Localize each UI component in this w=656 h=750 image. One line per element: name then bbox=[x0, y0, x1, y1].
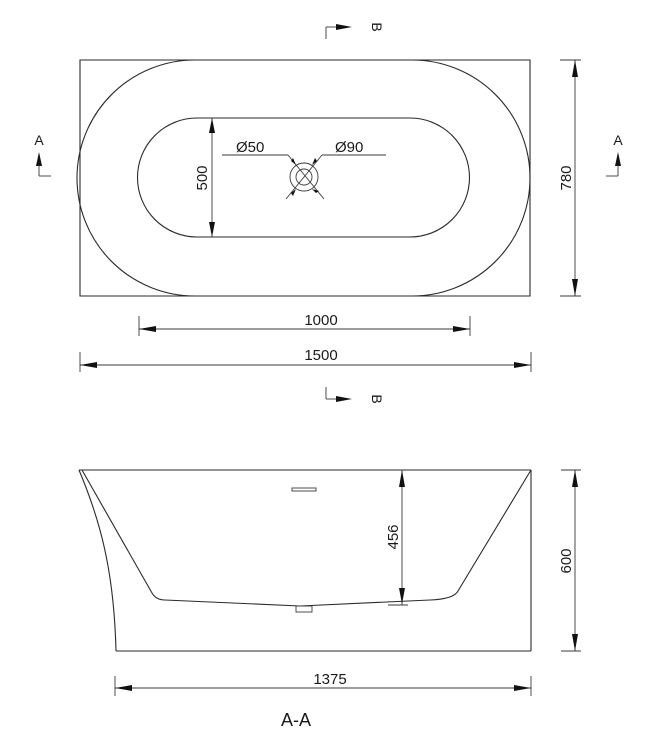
svg-text:B: B bbox=[369, 22, 385, 31]
section-marker-b-bottom: B bbox=[325, 387, 385, 404]
dim-overall-depth: 780 bbox=[558, 59, 581, 297]
plan-rim-outline bbox=[76, 59, 531, 297]
svg-text:1500: 1500 bbox=[304, 347, 337, 364]
drain-outlet bbox=[295, 605, 313, 613]
svg-text:B: B bbox=[369, 394, 385, 403]
svg-text:1375: 1375 bbox=[313, 671, 346, 688]
section-marker-a-right: A bbox=[606, 132, 623, 177]
svg-text:456: 456 bbox=[385, 524, 402, 549]
section-outer-skirt bbox=[78, 469, 117, 652]
plan-view: Ø50 Ø90 500 780 1000 bbox=[34, 22, 623, 403]
plan-basin-outline bbox=[136, 117, 471, 238]
section-basin-profile bbox=[81, 469, 532, 607]
svg-text:A: A bbox=[613, 132, 623, 148]
plan-outer-frame bbox=[79, 59, 531, 297]
dim-overall-height: 600 bbox=[558, 469, 581, 652]
svg-text:780: 780 bbox=[558, 165, 575, 190]
drain-label-waste: Ø50 bbox=[236, 139, 264, 156]
section-title: A-A bbox=[281, 710, 311, 730]
section-marker-b-top: B bbox=[325, 22, 385, 39]
drain-symbol: Ø50 Ø90 bbox=[222, 139, 386, 200]
dim-basin-length: 1000 bbox=[138, 312, 471, 336]
dim-basin-width: 500 bbox=[194, 118, 215, 237]
section-marker-a-left: A bbox=[34, 132, 51, 177]
svg-text:500: 500 bbox=[194, 165, 211, 190]
overflow-slot bbox=[291, 487, 317, 492]
dim-inner-depth: 456 bbox=[385, 470, 408, 606]
svg-text:600: 600 bbox=[558, 548, 575, 573]
svg-text:1000: 1000 bbox=[304, 312, 337, 329]
dim-overall-length: 1500 bbox=[79, 347, 532, 372]
svg-text:A: A bbox=[34, 132, 44, 148]
dim-base-length: 1375 bbox=[114, 671, 532, 696]
drain-label-overflow: Ø90 bbox=[335, 139, 363, 156]
section-view: 456 600 1375 A-A bbox=[78, 469, 581, 730]
